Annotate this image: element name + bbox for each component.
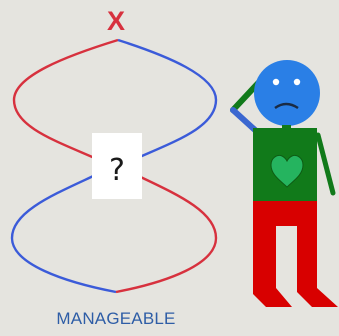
bottom-label: MANAGEABLE (56, 309, 175, 328)
figure-frown (274, 102, 299, 110)
upper-left-red-curve (12, 38, 119, 167)
figure-left-eye (272, 78, 280, 86)
top-label: X (107, 6, 125, 36)
lower-right-red-curve (115, 166, 218, 294)
question-box (92, 133, 142, 199)
worried-stick-figure-icon (230, 60, 338, 307)
upper-right-blue-curve (117, 38, 218, 167)
figure-lowered-arm (315, 132, 336, 196)
figure-right-eye (293, 78, 301, 86)
figure-legs (253, 201, 338, 307)
lower-left-blue-curve (10, 166, 117, 294)
figure-raised-forearm (230, 107, 258, 133)
question-mark: ? (109, 153, 125, 188)
figure-head (254, 60, 320, 126)
heart-icon (270, 155, 304, 188)
